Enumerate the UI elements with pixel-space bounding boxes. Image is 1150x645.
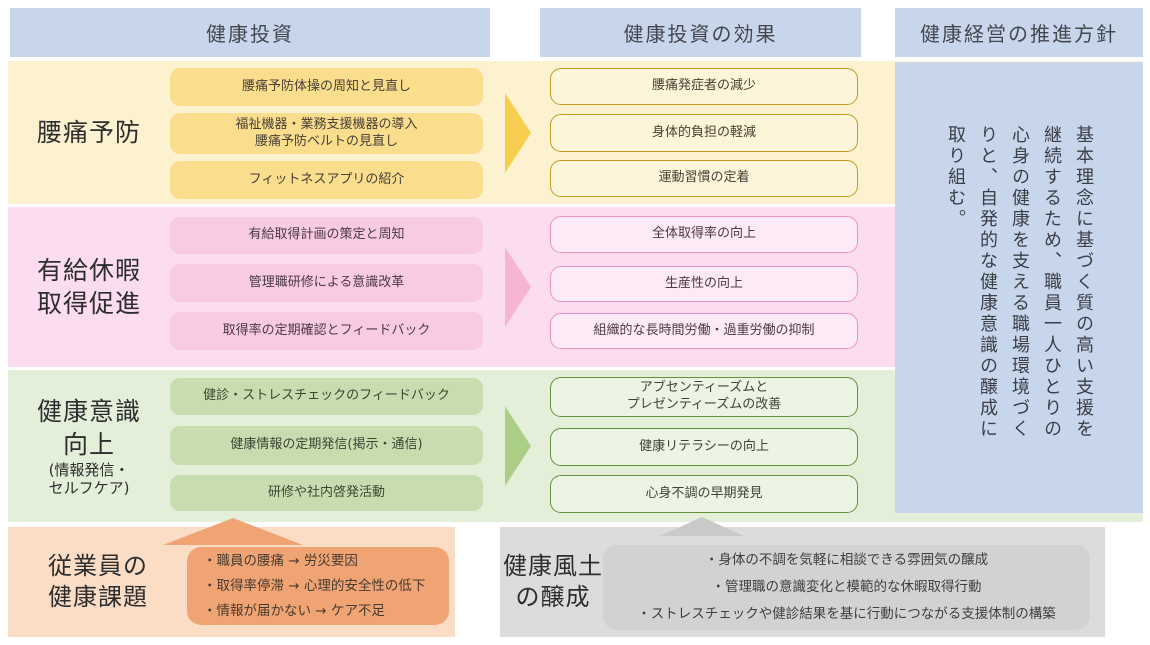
effect-box-paid-leave-2: 生産性の向上 xyxy=(550,266,858,302)
header-policy-label: 健康経営の推進方針 xyxy=(920,22,1118,46)
culture-item: ・ストレスチェックや健診結果を基に行動につながる支援体制の構築 xyxy=(637,606,1056,622)
culture-label: 健康風土の醸成 xyxy=(503,551,603,611)
measure-box-backpain-2: 福祉機器・業務支援機器の導入腰痛予防ベルトの見直し xyxy=(170,113,483,154)
row-label-awareness: 健康意識向上(情報発信・セルフケア) xyxy=(36,397,141,497)
policy-statement: 基本理念に基づく質の高い支援を継続するため、職員一人ひとりの心身の健康を支える職… xyxy=(945,124,1094,440)
effect-box-backpain-2: 身体的負担の軽減 xyxy=(550,114,858,152)
challenge-item: ・取得率停滞 → 心理的安全性の低下 xyxy=(203,577,426,594)
row-label-backpain-text: 腰痛予防 xyxy=(36,118,141,147)
flow-arrow-paid-leave-icon xyxy=(505,247,531,327)
culture-box: ・身体の不調を気軽に相談できる雰囲気の醸成・管理職の意識変化と模範的な休暇取得行… xyxy=(603,545,1090,630)
culture-item: ・身体の不調を気軽に相談できる雰囲気の醸成 xyxy=(704,552,989,568)
row-label-paid-leave: 有給休暇取得促進 xyxy=(36,256,141,318)
measure-box-backpain-3: フィットネスアプリの紹介 xyxy=(170,161,483,199)
effect-box-awareness-3: 心身不調の早期発見 xyxy=(550,475,858,513)
measure-box-awareness-2: 健康情報の定期発信(掲示・通信) xyxy=(170,426,483,465)
header-investment-label: 健康投資 xyxy=(206,22,294,46)
policy-panel: 基本理念に基づく質の高い支援を継続するため、職員一人ひとりの心身の健康を支える職… xyxy=(895,62,1143,513)
header-effect: 健康投資の効果 xyxy=(540,8,861,57)
measure-box-paid-leave-1: 有給取得計画の策定と周知 xyxy=(170,217,483,254)
culture-item: ・管理職の意識変化と模範的な休暇取得行動 xyxy=(711,579,982,595)
challenges-box: ・職員の腰痛 → 労災要因・取得率停滞 → 心理的安全性の低下・情報が届かない … xyxy=(187,547,449,625)
effect-box-awareness-2: 健康リテラシーの向上 xyxy=(550,428,858,466)
challenges-label: 従業員の健康課題 xyxy=(48,551,148,611)
header-policy: 健康経営の推進方針 xyxy=(895,8,1143,57)
up-arrow-culture-icon xyxy=(660,517,744,536)
measure-box-awareness-3: 研修や社内啓発活動 xyxy=(170,475,483,511)
header-effect-label: 健康投資の効果 xyxy=(623,22,778,46)
measure-box-paid-leave-2: 管理職研修による意識改革 xyxy=(170,264,483,302)
effect-box-awareness-1: アブセンティーズムとプレゼンティーズムの改善 xyxy=(550,377,858,417)
measure-box-backpain-1: 腰痛予防体操の周知と見直し xyxy=(170,68,483,106)
row-label-backpain: 腰痛予防 xyxy=(8,61,170,204)
effect-box-backpain-1: 腰痛発症者の減少 xyxy=(550,68,858,105)
row-label-awareness-text: 健康意識 xyxy=(36,397,141,426)
flow-arrow-awareness-icon xyxy=(505,406,531,486)
effect-box-paid-leave-1: 全体取得率の向上 xyxy=(550,216,858,253)
row-label-paid-leave-text: 有給休暇 xyxy=(36,256,141,285)
up-arrow-challenges-icon xyxy=(163,518,303,545)
measure-box-paid-leave-3: 取得率の定期確認とフィードバック xyxy=(170,312,483,350)
measure-box-awareness-1: 健診・ストレスチェックのフィードバック xyxy=(170,378,483,415)
flow-arrow-backpain-icon xyxy=(505,93,531,173)
effect-box-paid-leave-3: 組織的な長時間労働・過重労働の抑制 xyxy=(550,313,858,349)
header-investment: 健康投資 xyxy=(10,8,490,57)
challenge-item: ・情報が届かない → ケア不足 xyxy=(203,602,385,619)
challenge-item: ・職員の腰痛 → 労災要因 xyxy=(203,552,358,569)
effect-box-backpain-3: 運動習慣の定着 xyxy=(550,160,858,197)
